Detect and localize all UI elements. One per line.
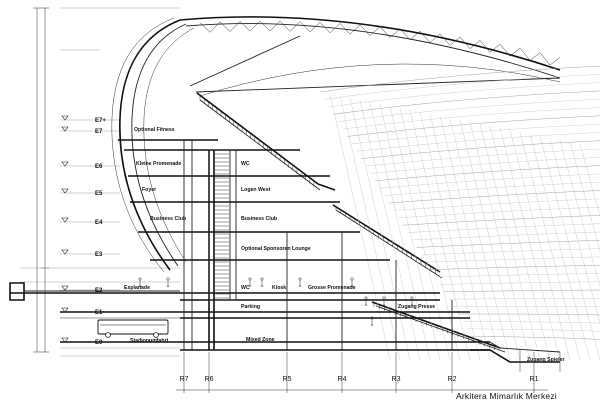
level-label-e5: E5 — [95, 191, 103, 197]
level-triangle-icon — [61, 126, 69, 132]
level-label-e3: E3 — [95, 252, 103, 258]
room-zugang-spieler: Zugang Spieler — [527, 357, 564, 363]
axis-label-r1: R1 — [530, 376, 539, 383]
room-labels: Optional Fitness Kleine Promenade WC Foy… — [124, 127, 564, 363]
axis-label-r3: R3 — [392, 376, 401, 383]
facade-membrane — [111, 17, 195, 273]
level-label-e7: E7 — [95, 129, 103, 135]
room-parking: Parking — [241, 304, 260, 310]
bus-icon — [97, 319, 169, 338]
axis-label-r4: R4 — [338, 376, 347, 383]
roof-truss — [179, 16, 561, 97]
level-label-e2: E2 — [95, 288, 103, 294]
stadium-bowl-seating — [319, 65, 600, 361]
room-kleine-promenade: Kleine Promenade — [136, 161, 181, 167]
room-foyer: Foyer — [142, 187, 156, 193]
level-label-e6: E6 — [95, 164, 103, 170]
grandstand-tiers — [196, 92, 506, 353]
room-optional-fitness: Optional Fitness — [134, 127, 175, 133]
left-dimension-lines — [20, 7, 180, 357]
level-label-e1: E1 — [95, 310, 103, 316]
level-triangle-icon — [61, 307, 69, 313]
room-business-club-left: Business Club — [150, 216, 186, 222]
room-logen-west: Logen West — [241, 187, 271, 193]
room-grosse-promenade: Grosse Promenade — [308, 285, 356, 291]
level-triangle-icon — [61, 115, 69, 121]
axis-label-r7: R7 — [180, 376, 189, 383]
human-figures — [138, 277, 414, 327]
credit-caption: Arkitera Mimarlık Merkezi — [456, 391, 557, 401]
room-optional-sponsoren-lounge: Optional Sponsoren Lounge — [241, 246, 311, 252]
building-frame — [9, 139, 561, 372]
level-triangle-icon — [61, 161, 69, 167]
room-zugang-presse: Zugang Presse — [398, 304, 435, 310]
axis-label-r6: R6 — [205, 376, 214, 383]
room-esplanade: Esplanade — [124, 285, 150, 291]
axis-label-r5: R5 — [283, 376, 292, 383]
room-kiosk: Kiosk — [272, 285, 286, 291]
level-triangle-icon — [61, 249, 69, 255]
room-business-club-right: Business Club — [241, 216, 277, 222]
level-triangle-icon — [61, 285, 69, 291]
level-label-e4: E4 — [95, 220, 103, 226]
axis-label-r2: R2 — [448, 376, 457, 383]
level-triangle-icon — [61, 217, 69, 223]
level-triangle-icon — [61, 337, 69, 343]
level-triangle-icon — [61, 188, 69, 194]
room-wc-upper: WC — [241, 161, 250, 167]
structural-axes: R7 R6 R5 R4 R3 R2 R1 — [176, 352, 548, 393]
level-reference-lines — [60, 119, 120, 343]
room-stadionumfahrt: Stadionumfahrt — [130, 338, 169, 344]
room-mixed-zone: Mixed Zone — [246, 337, 275, 343]
level-label-e7plus: E7+ — [95, 118, 106, 124]
room-wc-lower: WC — [241, 285, 250, 291]
level-label-e0: E0 — [95, 340, 103, 346]
